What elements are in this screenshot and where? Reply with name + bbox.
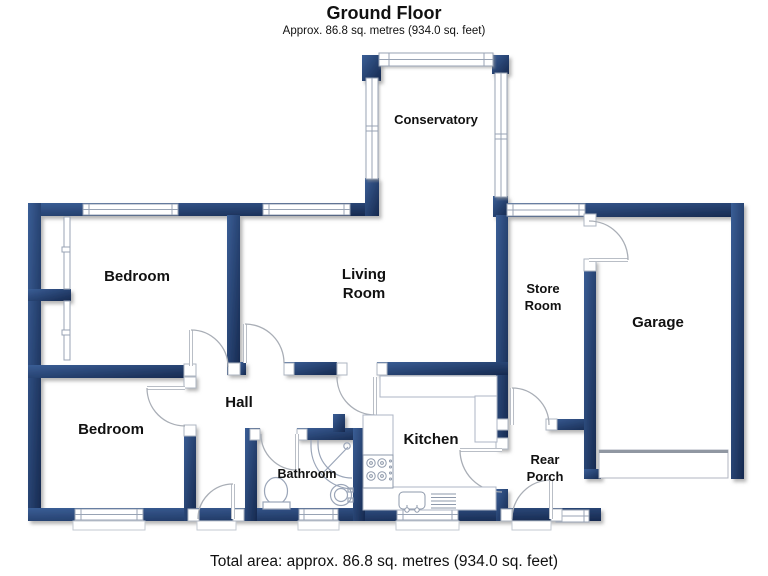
- window-living-room: [262, 203, 351, 216]
- window-bedroom-top: [82, 203, 179, 216]
- jamb: [583, 213, 597, 227]
- label-living-room-1: Living: [342, 266, 386, 283]
- window-bathroom: [298, 508, 339, 521]
- wall-segment: [584, 260, 596, 479]
- total-area-text: Total area: approx. 86.8 sq. metres (934…: [210, 553, 558, 570]
- kitchen-counter: [379, 375, 498, 398]
- conservatory-post: [493, 196, 508, 216]
- conservatory-post: [492, 55, 509, 74]
- drainer-lines: [431, 493, 456, 509]
- wall-segment: [227, 215, 240, 375]
- wall-segment: [333, 414, 345, 432]
- window-sill: [72, 520, 146, 531]
- walls: [28, 55, 744, 521]
- basin-icon: [329, 483, 354, 507]
- jamb: [249, 428, 261, 441]
- jamb: [183, 424, 197, 437]
- room-labels: Conservatory Bedroom Living Room Store R…: [78, 112, 684, 484]
- door-bedroom-bottom: [146, 386, 186, 427]
- door-bathroom: [260, 433, 299, 471]
- wall-segment: [496, 215, 508, 449]
- wall-segment: [28, 289, 71, 301]
- window-store-room: [506, 203, 586, 217]
- kitchen-counter: [362, 486, 497, 511]
- wardrobe-partition: [61, 216, 71, 361]
- wall-segment: [731, 203, 744, 479]
- jamb: [187, 508, 200, 522]
- wall-segment: [284, 362, 337, 375]
- wall-segment: [28, 203, 41, 521]
- wall-segment: [377, 362, 508, 375]
- label-bedroom-top: Bedroom: [104, 268, 170, 285]
- conservatory-window-right: [494, 72, 508, 198]
- toilet-icon: [262, 476, 291, 510]
- wall-segment: [184, 425, 196, 521]
- hob-icon: [362, 454, 394, 489]
- jamb: [495, 437, 509, 450]
- page-subtitle: Approx. 86.8 sq. metres (934.0 sq. feet): [283, 25, 486, 37]
- conservatory-window-left: [365, 77, 379, 180]
- window-bedroom-bottom: [74, 508, 144, 521]
- wall-segment: [297, 428, 365, 440]
- wall-segment: [546, 419, 596, 430]
- wall-segment: [245, 428, 257, 521]
- garage-door: [598, 449, 729, 479]
- door-sill: [511, 520, 552, 531]
- jamb: [283, 362, 295, 376]
- door-sill: [196, 520, 237, 531]
- kitchen-fixtures: [362, 375, 498, 513]
- label-store-room-2: Room: [525, 298, 562, 313]
- windows: [61, 52, 590, 531]
- door-bedroom-top: [189, 329, 229, 368]
- wall-segment: [353, 428, 365, 521]
- conservatory-post: [362, 55, 381, 81]
- page-title: Ground Floor: [327, 3, 442, 23]
- door-kitchen: [336, 376, 377, 416]
- label-conservatory: Conservatory: [394, 112, 479, 127]
- label-store-room-1: Store: [526, 281, 559, 296]
- label-hall: Hall: [225, 394, 253, 411]
- conservatory-window-top: [378, 52, 494, 67]
- door-jambs: [183, 213, 597, 522]
- jamb: [376, 362, 388, 376]
- label-bathroom: Bathroom: [277, 467, 336, 481]
- wall-segment: [584, 469, 601, 479]
- wall-segment: [28, 365, 190, 378]
- jamb: [336, 362, 348, 376]
- label-rear-porch-1: Rear: [531, 452, 560, 467]
- kitchen-counter: [474, 395, 498, 443]
- shower-icon: [310, 440, 354, 490]
- door-store-room: [510, 387, 550, 426]
- label-living-room-2: Room: [343, 285, 386, 302]
- door-hall-exterior: [197, 483, 235, 520]
- door-porch-exterior: [511, 479, 553, 520]
- door-living-room: [243, 323, 285, 364]
- door-garage: [588, 220, 629, 262]
- jamb: [545, 418, 558, 431]
- label-kitchen: Kitchen: [403, 431, 458, 448]
- door-kitchen-to-porch: [459, 448, 503, 493]
- jamb: [495, 418, 509, 431]
- doors: [146, 220, 629, 520]
- window-sill: [395, 520, 460, 531]
- label-rear-porch-2: Porch: [527, 469, 564, 484]
- window-sill: [297, 520, 340, 531]
- bathroom-fixtures: [262, 440, 354, 510]
- wall-segment: [240, 362, 246, 375]
- jamb: [183, 376, 197, 389]
- jamb: [500, 508, 513, 522]
- sink-icon: [398, 491, 456, 513]
- jamb: [227, 362, 241, 376]
- conservatory-post: [365, 178, 379, 216]
- label-garage: Garage: [632, 314, 684, 331]
- label-bedroom-bottom: Bedroom: [78, 421, 144, 438]
